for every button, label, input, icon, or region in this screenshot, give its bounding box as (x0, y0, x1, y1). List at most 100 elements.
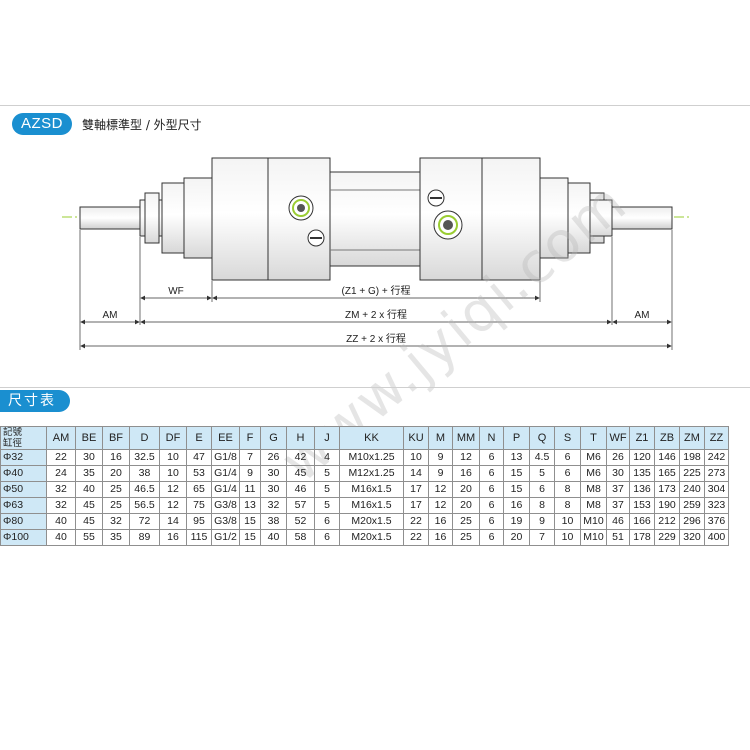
column-header: ZZ (704, 426, 729, 450)
table-cell: 35 (102, 529, 130, 546)
cushion-screw-right (427, 189, 445, 207)
table-cell: 16 (428, 529, 453, 546)
column-header: E (186, 426, 212, 450)
table-cell: 5 (314, 465, 340, 482)
table-cell: 17 (403, 497, 429, 514)
table-cell: 20 (452, 497, 480, 514)
table-cell: 12 (428, 497, 453, 514)
column-header: BF (102, 426, 130, 450)
table-cell: 4 (314, 449, 340, 466)
table-cell: 6 (314, 529, 340, 546)
table-cell: 376 (704, 513, 729, 530)
table-cell: 20 (503, 529, 530, 546)
table-cell: 46 (606, 513, 630, 530)
table-cell: G3/8 (211, 497, 240, 514)
table-cell: 58 (286, 529, 315, 546)
table-cell: 22 (403, 513, 429, 530)
table-cell: 75 (186, 497, 212, 514)
table-cell: M6 (580, 465, 607, 482)
table-cell: 32.5 (129, 449, 160, 466)
table-cell: 38 (129, 465, 160, 482)
table-cell: 22 (46, 449, 76, 466)
table-cell: G3/8 (211, 513, 240, 530)
table-cell: 56.5 (129, 497, 160, 514)
table-cell: 22 (403, 529, 429, 546)
table-cell: 173 (654, 481, 680, 498)
table-cell: 136 (629, 481, 655, 498)
table-cell: 46 (286, 481, 315, 498)
table-cell: 12 (159, 497, 187, 514)
table-cell: 4.5 (529, 449, 555, 466)
table-cell: M8 (580, 481, 607, 498)
table-cell: 32 (46, 497, 76, 514)
table-cell: 30 (606, 465, 630, 482)
column-header: J (314, 426, 340, 450)
table-cell: 15 (503, 465, 530, 482)
bore-cell: Φ100 (0, 529, 47, 546)
table-cell: 225 (679, 465, 705, 482)
table-cell: 6 (479, 449, 504, 466)
column-header: D (129, 426, 160, 450)
table-cell: 15 (503, 481, 530, 498)
table-cell: 273 (704, 465, 729, 482)
table-cell: 15 (239, 513, 261, 530)
label-zm: ZM + 2 x 行程 (345, 308, 407, 321)
table-cell: 10 (403, 449, 429, 466)
table-cell: 12 (428, 481, 453, 498)
table-cell: 146 (654, 449, 680, 466)
table-cell: 46.5 (129, 481, 160, 498)
table-cell: 42 (286, 449, 315, 466)
bore-cell: Φ40 (0, 465, 47, 482)
table-cell: 7 (239, 449, 261, 466)
column-header: WF (606, 426, 630, 450)
table-cell: 178 (629, 529, 655, 546)
table-cell: 9 (529, 513, 555, 530)
table-cell: 53 (186, 465, 212, 482)
table-cell: 32 (260, 497, 287, 514)
dimension-table-title: 尺寸表 (0, 390, 70, 412)
column-header: G (260, 426, 287, 450)
cushion-screw-left (307, 229, 325, 247)
label-am-left: AM (103, 310, 118, 321)
table-cell: 19 (503, 513, 530, 530)
table-cell: M6 (580, 449, 607, 466)
table-cell: 9 (239, 465, 261, 482)
table-cell: 212 (654, 513, 680, 530)
table-cell: 32 (46, 481, 76, 498)
column-header: KK (339, 426, 404, 450)
table-cell: G1/4 (211, 465, 240, 482)
table-cell: M20x1.5 (339, 513, 404, 530)
table-cell: 13 (239, 497, 261, 514)
port-left (288, 195, 314, 221)
table-cell: M10 (580, 513, 607, 530)
table-cell: 72 (129, 513, 160, 530)
table-cell: 16 (503, 497, 530, 514)
bore-cell: Φ50 (0, 481, 47, 498)
table-cell: 38 (260, 513, 287, 530)
table-cell: 30 (260, 465, 287, 482)
table-cell: 35 (75, 465, 103, 482)
table-cell: 6 (479, 513, 504, 530)
table-cell: 26 (260, 449, 287, 466)
table-cell: 16 (102, 449, 130, 466)
table-cell: 26 (606, 449, 630, 466)
table-cell: 20 (102, 465, 130, 482)
port-right (433, 210, 463, 240)
table-cell: 5 (314, 497, 340, 514)
column-header: N (479, 426, 504, 450)
column-header: KU (403, 426, 429, 450)
table-cell: 40 (260, 529, 287, 546)
label-wf: WF (168, 286, 184, 297)
table-cell: 229 (654, 529, 680, 546)
table-cell: 296 (679, 513, 705, 530)
table-cell: 5 (529, 465, 555, 482)
table-cell: 10 (159, 449, 187, 466)
left-rod (79, 206, 141, 230)
header-divider (0, 105, 750, 106)
table-cell: 9 (428, 465, 453, 482)
table-cell: 32 (102, 513, 130, 530)
